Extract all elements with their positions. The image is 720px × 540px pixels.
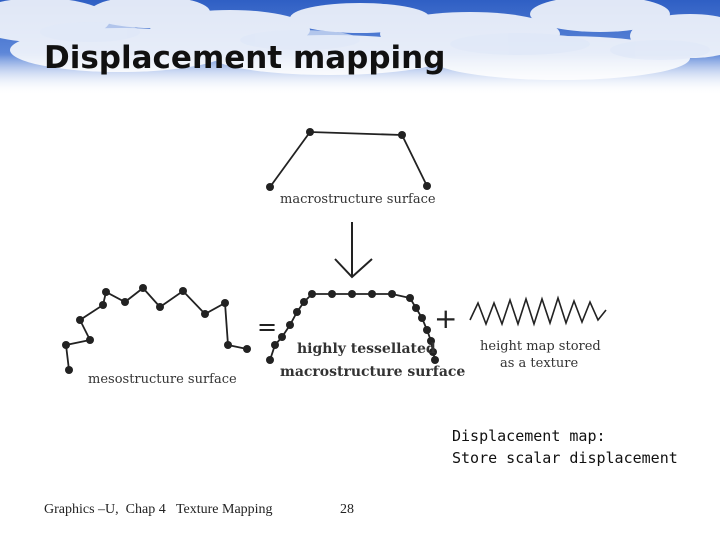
caption: Displacement map: Store scalar displacem… — [452, 425, 678, 469]
equals-sign: = — [257, 313, 277, 341]
sky-banner — [0, 0, 720, 95]
tessellated-label-line1: highly tessellated — [297, 341, 436, 357]
caption-line1: Displacement map: — [452, 427, 606, 445]
tessellated-polyline — [266, 290, 439, 364]
footer-text: Graphics –U, Chap 4 Texture Mapping — [44, 502, 273, 517]
slide-title: Displacement mapping — [44, 40, 446, 76]
plus-sign: + — [434, 302, 457, 335]
tessellated-label-line2: macrostructure surface — [280, 364, 465, 380]
down-arrow-icon — [334, 222, 373, 279]
mesostructure-label: mesostructure surface — [88, 372, 237, 387]
height-map-label-line2: as a texture — [500, 356, 578, 371]
mesostructure-polyline — [62, 284, 251, 374]
height-map-zigzag — [469, 295, 607, 327]
caption-line2: Store scalar displacement — [452, 449, 678, 467]
height-map-label-line1: height map stored — [480, 339, 601, 354]
macrostructure-label: macrostructure surface — [280, 192, 436, 207]
page-number: 28 — [340, 502, 354, 517]
cloud-background — [0, 0, 720, 95]
macrostructure-polyline — [266, 128, 431, 191]
